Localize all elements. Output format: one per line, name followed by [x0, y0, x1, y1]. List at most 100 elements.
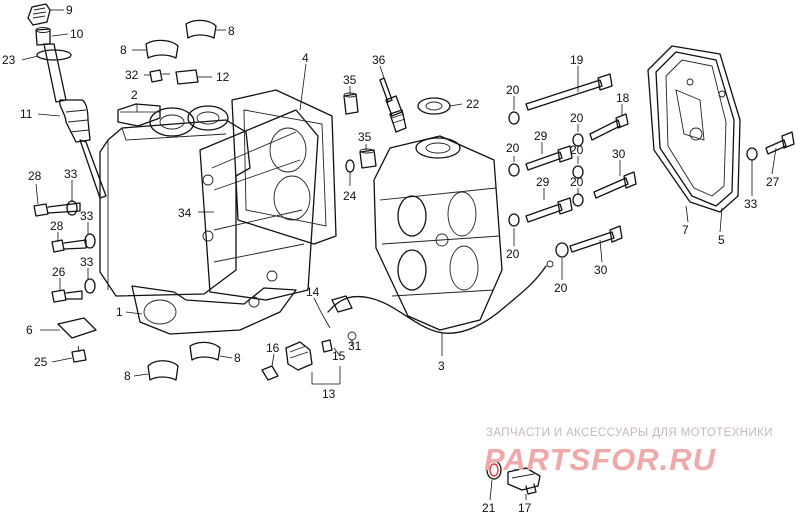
- callout-26: 26: [52, 265, 66, 279]
- watermark: ЗАПЧАСТИ И АКСЕССУАРЫ ДЛЯ МОТОТЕХНИКИ PA…: [484, 427, 773, 477]
- o-ring: [36, 49, 72, 61]
- callout-numbers: 9 10 23 8 8 32 12 2 4 11 35 36 22 35 24 …: [2, 3, 780, 515]
- sealing-washer-21: [486, 460, 502, 480]
- callout-5: 5: [718, 233, 725, 247]
- callout-15: 15: [332, 349, 346, 363]
- callout-2: 2: [131, 88, 138, 102]
- callout-33: 33: [744, 197, 758, 211]
- callout-29: 29: [534, 129, 548, 143]
- callout-10: 10: [70, 27, 84, 41]
- washer-20-a: [508, 111, 520, 125]
- callout-33: 33: [80, 255, 94, 269]
- washer-20-g: [555, 242, 569, 258]
- callout-24: 24: [343, 189, 357, 203]
- callout-11: 11: [20, 107, 33, 121]
- bolt-32: [149, 69, 170, 83]
- callout-4: 4: [302, 51, 309, 65]
- valve-guide-upper: [343, 92, 359, 115]
- callout-16: 16: [266, 341, 280, 355]
- callout-20: 20: [570, 111, 584, 125]
- clamp-8-bottom-right: [189, 341, 221, 361]
- mount-plate: [57, 317, 97, 339]
- watermark-tagline: ЗАПЧАСТИ И АКСЕССУАРЫ ДЛЯ МОТОТЕХНИКИ: [486, 427, 773, 439]
- callout-8: 8: [124, 369, 131, 383]
- clamp-8-top-right: [185, 19, 217, 39]
- callout-20: 20: [506, 247, 520, 261]
- washer-20-e: [508, 213, 520, 227]
- washer-20-d: [572, 165, 584, 179]
- callout-30: 30: [594, 263, 608, 277]
- bolt-19: [525, 73, 613, 111]
- callout-20: 20: [570, 175, 584, 189]
- callout-1: 1: [116, 305, 123, 319]
- head-cover-gasket: [647, 45, 741, 213]
- washer-33-cover: [746, 147, 758, 161]
- callout-28: 28: [50, 219, 64, 233]
- callout-20: 20: [506, 141, 520, 155]
- bolt-17: [507, 467, 541, 495]
- callout-7: 7: [682, 223, 689, 237]
- callout-36: 36: [372, 53, 386, 67]
- valve-guide-lower: [359, 148, 377, 169]
- callout-32: 32: [125, 68, 139, 82]
- bolt-28-upper: [33, 202, 81, 217]
- bolt-29-lower: [525, 197, 573, 223]
- callout-29: 29: [536, 175, 550, 189]
- callout-20: 20: [506, 83, 520, 97]
- small-o-ring: [345, 159, 355, 173]
- callout-9: 9: [66, 3, 73, 17]
- callout-21: 21: [482, 501, 496, 515]
- callout-3: 3: [438, 359, 445, 373]
- bolt-18: [589, 113, 629, 141]
- callout-31: 31: [348, 339, 362, 353]
- callout-6: 6: [26, 323, 33, 337]
- callout-20: 20: [554, 281, 568, 295]
- leader-lines: [21, 9, 777, 501]
- callout-8: 8: [228, 24, 235, 38]
- head-gasket: [231, 89, 337, 245]
- callout-13: 13: [322, 387, 336, 401]
- bolt-29-upper: [525, 145, 573, 171]
- head-cover: [655, 51, 735, 207]
- callout-14: 14: [306, 285, 320, 299]
- callout-30: 30: [612, 147, 626, 161]
- callout-8: 8: [120, 43, 127, 57]
- callout-35: 35: [358, 130, 372, 144]
- clamp-8-top-left: [145, 39, 179, 59]
- bolt-26: [51, 289, 83, 303]
- washer-20-b: [572, 133, 584, 147]
- thermo-bolt: [261, 365, 279, 381]
- callout-8: 8: [234, 351, 241, 365]
- washer-33-lower: [84, 278, 96, 294]
- washer-20-c: [508, 163, 520, 177]
- bolt-28-middle: [51, 239, 87, 253]
- callout-35: 35: [343, 73, 357, 87]
- bolt-27: [765, 131, 795, 155]
- callout-12: 12: [216, 70, 230, 84]
- callout-33: 33: [64, 167, 78, 181]
- callout-25: 25: [34, 355, 48, 369]
- callout-33: 33: [80, 209, 94, 223]
- callout-19: 19: [570, 53, 584, 67]
- thermo-switch-wire: [327, 260, 554, 334]
- callout-34: 34: [178, 206, 192, 220]
- bolt-30-upper: [593, 171, 637, 199]
- callout-20: 20: [570, 143, 584, 157]
- plate-bolt: [71, 345, 87, 363]
- callout-17: 17: [518, 501, 532, 515]
- callout-22: 22: [466, 97, 480, 111]
- filler-seal-ring: [35, 27, 51, 46]
- cylinder-head: [373, 135, 503, 331]
- callout-28: 28: [28, 169, 42, 183]
- watermark-logo: PARTSFOR.RU: [484, 442, 717, 477]
- bolt-30-lower: [569, 225, 623, 253]
- thermo-switch: [285, 341, 313, 371]
- oil-filler-tube: [43, 43, 107, 199]
- callout-27: 27: [766, 175, 780, 189]
- callout-18: 18: [616, 91, 630, 105]
- spark-plug: [379, 77, 407, 133]
- callout-23: 23: [2, 53, 16, 67]
- washer-33-upper: [66, 200, 78, 216]
